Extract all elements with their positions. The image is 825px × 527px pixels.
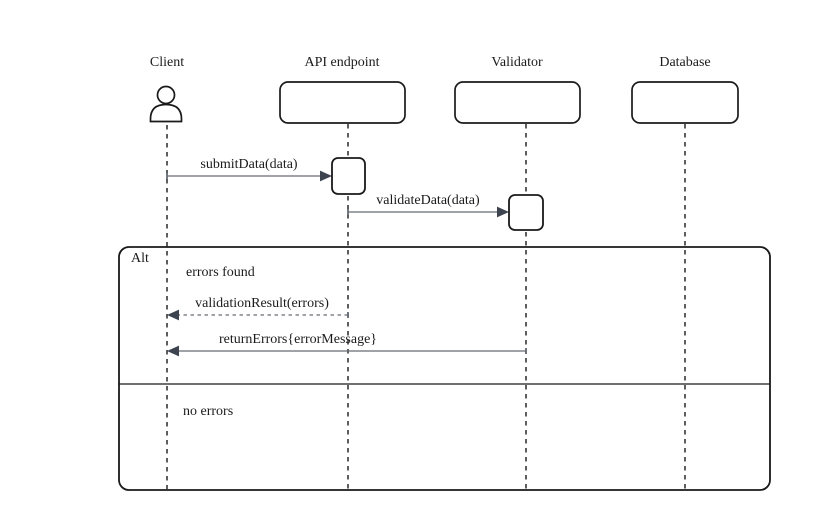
arrowhead-right-icon bbox=[320, 170, 332, 182]
message-label-validate-data: validateData(data) bbox=[376, 193, 480, 208]
arrowhead-left-icon bbox=[167, 345, 179, 357]
participant-label-api-endpoint: API endpoint bbox=[304, 55, 379, 70]
message-submit-data: submitData(data) bbox=[166, 157, 332, 182]
alt-frame-label: Alt bbox=[131, 251, 149, 266]
participant-box-api-endpoint bbox=[279, 81, 406, 124]
participant-box-database bbox=[631, 81, 739, 124]
alt-frame bbox=[118, 246, 771, 491]
arrowhead-right-icon bbox=[497, 206, 509, 218]
participant-label-database: Database bbox=[659, 55, 710, 70]
message-return-errors: returnErrors{errorMessage} bbox=[167, 332, 527, 357]
message-label-validation-result: validationResult(errors) bbox=[195, 296, 329, 311]
person-icon bbox=[149, 85, 183, 123]
participant-box-validator bbox=[454, 81, 581, 124]
message-validate-data: validateData(data) bbox=[347, 193, 509, 218]
message-label-submit-data: submitData(data) bbox=[200, 157, 298, 172]
activation-bar-validator bbox=[508, 194, 544, 231]
arrowhead-left-icon bbox=[167, 309, 179, 321]
guard-condition-errors-found: errors found bbox=[186, 265, 255, 280]
guard-condition-no-errors: no errors bbox=[183, 404, 233, 419]
message-validation-result: validationResult(errors) bbox=[167, 296, 349, 321]
participant-label-client: Client bbox=[150, 55, 184, 70]
activation-bar-api-endpoint bbox=[331, 157, 366, 195]
participant-label-validator: Validator bbox=[491, 55, 543, 70]
message-label-return-errors: returnErrors{errorMessage} bbox=[219, 332, 377, 347]
